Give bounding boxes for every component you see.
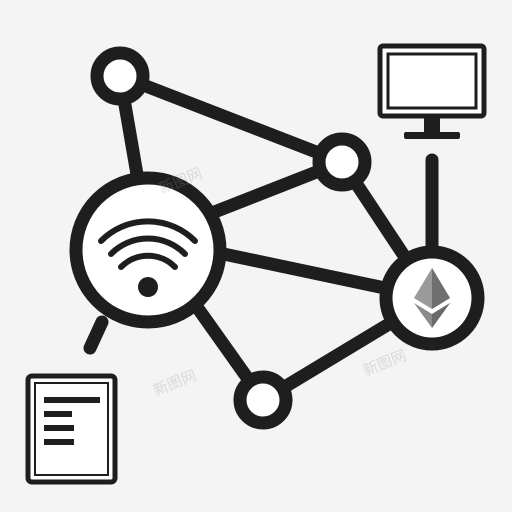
node-top-left xyxy=(90,46,150,106)
monitor-icon xyxy=(377,43,487,139)
document-icon xyxy=(25,373,118,485)
ethereum-icon xyxy=(414,268,450,328)
wifi-dot xyxy=(138,277,158,297)
ethereum-hub xyxy=(379,245,485,351)
wifi-icon xyxy=(98,218,198,270)
monitor-neck xyxy=(424,118,440,132)
document-link xyxy=(83,315,109,355)
monitor-screen xyxy=(377,43,487,119)
document-inner-border xyxy=(34,382,109,476)
node-top-right xyxy=(312,132,372,192)
edge-top xyxy=(113,69,349,169)
document-lines xyxy=(44,397,100,445)
node-bottom xyxy=(233,370,293,430)
wifi-hub xyxy=(69,171,227,329)
monitor-bezel xyxy=(386,52,478,110)
monitor-base xyxy=(404,132,460,139)
wifi-hub-ring xyxy=(69,171,227,329)
